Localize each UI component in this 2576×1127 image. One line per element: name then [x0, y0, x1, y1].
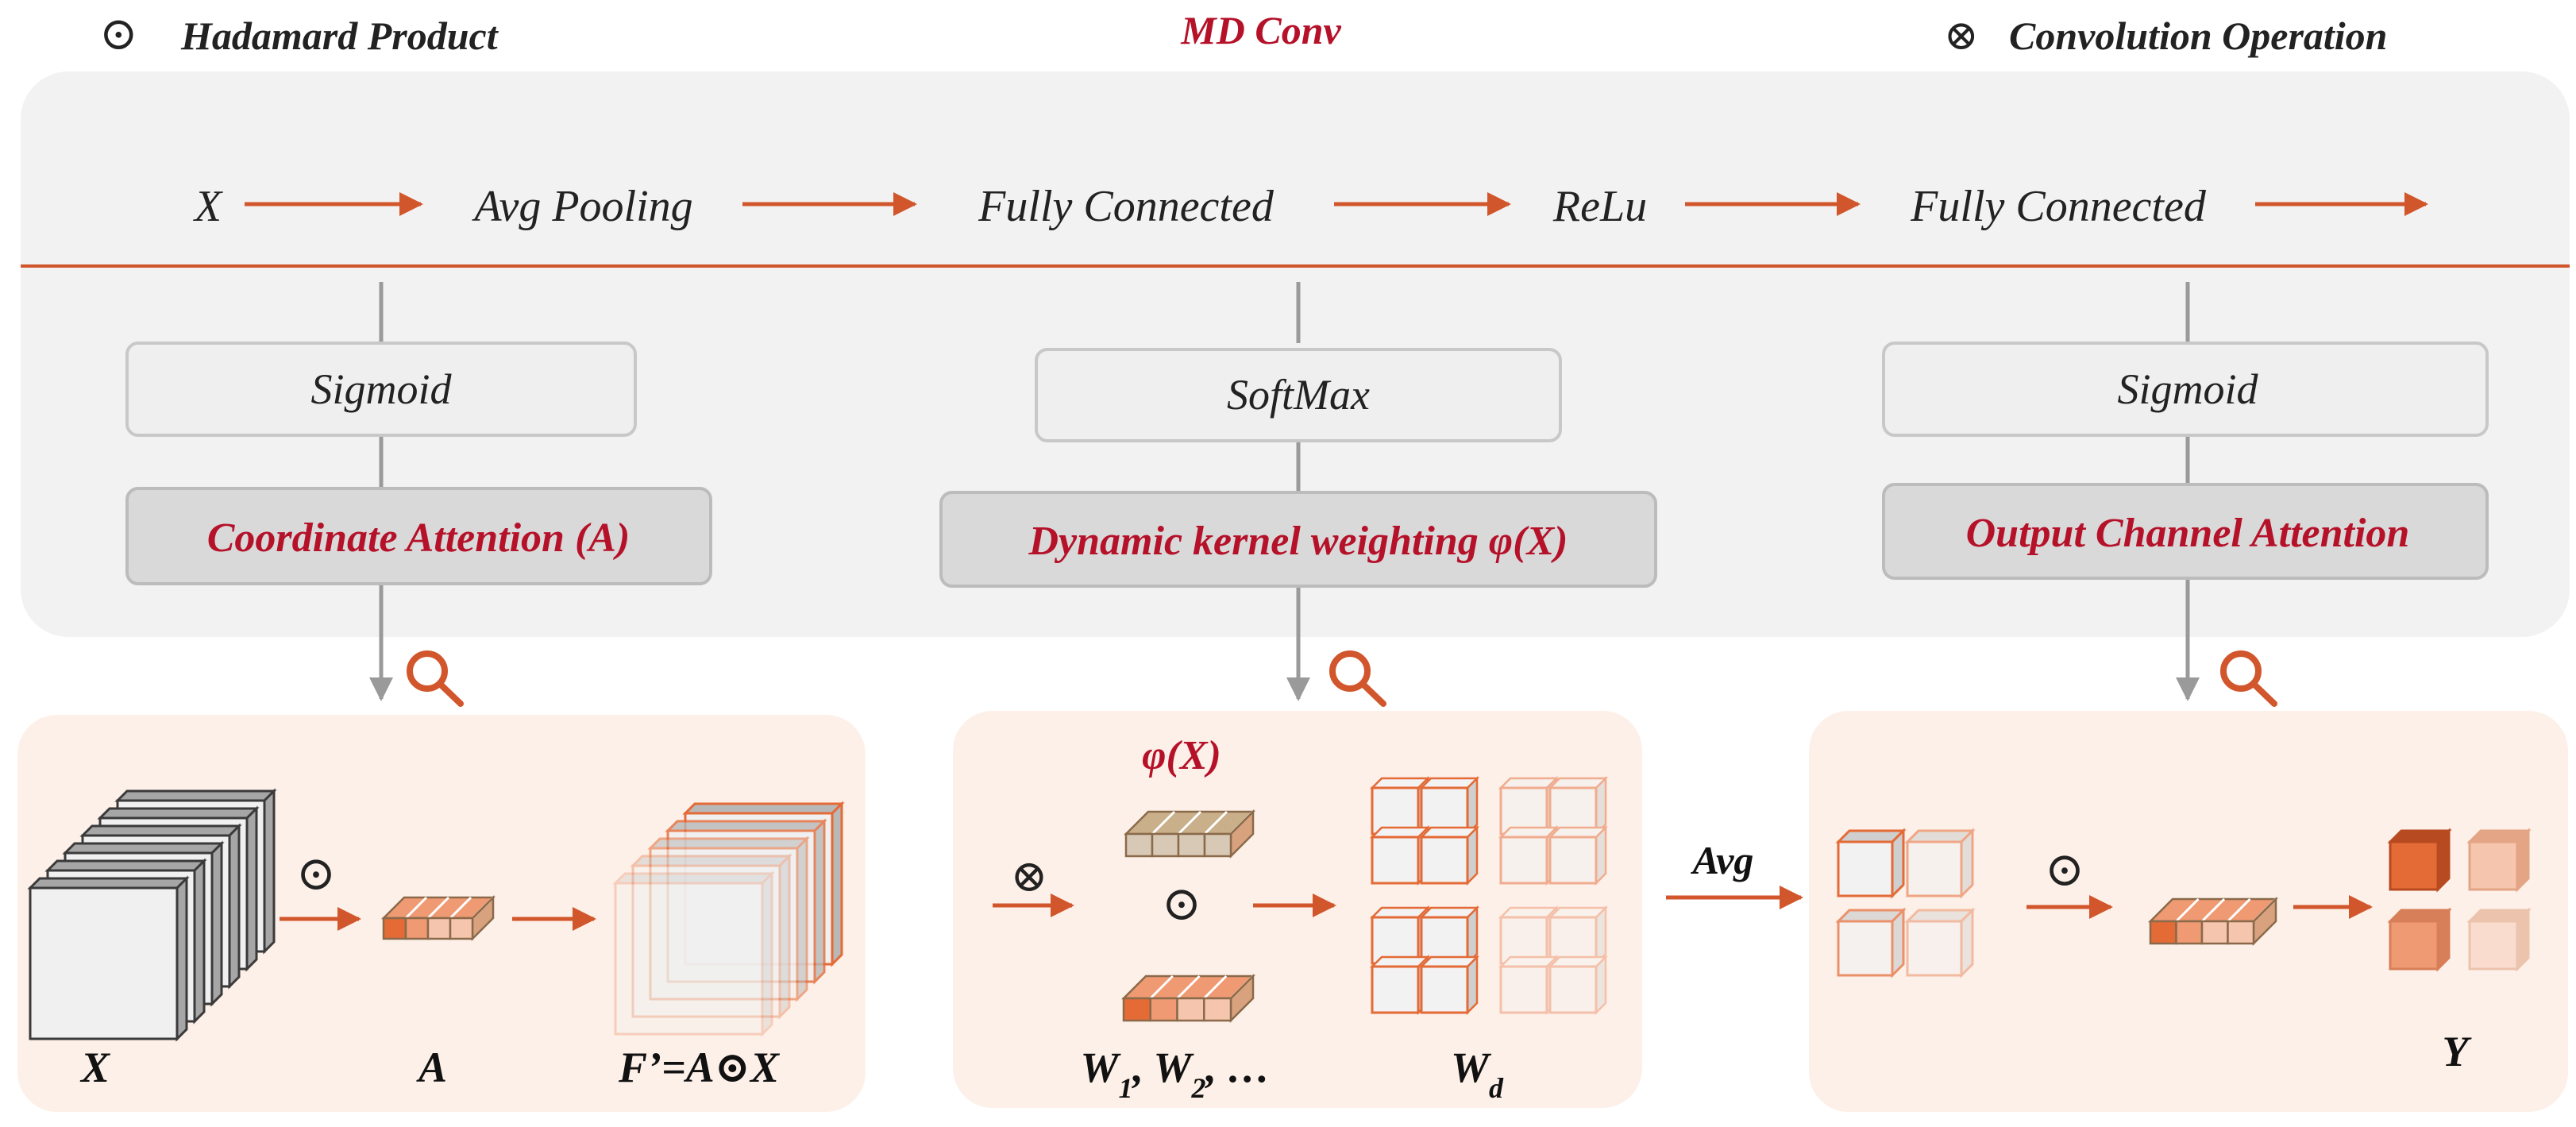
pipeline-fully-connected-1: Fully Connected [978, 182, 1275, 231]
kernel-cube [1904, 828, 1976, 899]
magnifier-icon [2220, 650, 2277, 707]
feature-map [630, 853, 792, 1020]
diagram-title: MD Conv [1180, 8, 1341, 52]
output-cube [2387, 828, 2452, 893]
magnifier-icon [407, 650, 464, 707]
output-cube [2466, 907, 2532, 972]
dynamic-kernel-weighting-label: Dynamic kernel weighting φ(X) [1028, 519, 1568, 564]
output-kernels [2387, 828, 2532, 972]
kernel-block [1369, 775, 1480, 886]
wd-label: Wd [1451, 1044, 1504, 1104]
coordinate-attention-box [125, 487, 712, 585]
kernel-block [1498, 905, 1609, 1016]
kernel-block [1369, 905, 1480, 1016]
channel-cells [2147, 896, 2279, 947]
phi-cells [1123, 809, 1256, 859]
sigmoid-label-1: Sigmoid [310, 365, 452, 413]
hadamard-legend-symbol: ⊙ [99, 8, 138, 60]
sigmoid-box-1 [125, 342, 637, 437]
branch-connectors [369, 282, 2200, 701]
coordinate-attention-label: Coordinate Attention (A) [207, 515, 631, 561]
kernel-cube [1835, 828, 1907, 899]
hadamard-legend-label: Hadamard Product [180, 14, 499, 58]
feature-map [647, 836, 810, 1002]
softmax-label: SoftMax [1227, 371, 1370, 419]
kernel-cube [1904, 907, 1976, 978]
kernel-block [1498, 775, 1609, 886]
pipeline-avg-pooling: Avg Pooling [471, 182, 692, 231]
output-y-label: Y [2443, 1028, 2473, 1075]
dynamic-kernel-grid [1369, 775, 1609, 1016]
pipeline-fully-connected-2: Fully Connected [1910, 182, 2207, 231]
avg-label: Avg [1691, 838, 1754, 882]
attention-a-label: A [416, 1044, 447, 1091]
conv-symbol: ⊗ [1011, 852, 1048, 901]
conv-legend-label: Convolution Operation [2009, 14, 2388, 58]
magnifier-icon [1329, 650, 1386, 707]
output-cube [2466, 828, 2532, 893]
phi-vector [1123, 809, 1256, 859]
output-feature-stack [612, 801, 845, 1037]
weights-vector [1120, 973, 1256, 1024]
softmax-box [1035, 348, 1562, 442]
sigmoid-label-2: Sigmoid [2117, 365, 2258, 413]
weight-cells [1120, 973, 1256, 1024]
input-x-label: X [79, 1044, 111, 1091]
pipeline-x: X [193, 182, 224, 231]
hadamard-symbol-2: ⊙ [1162, 878, 1201, 930]
output-cube [2387, 907, 2452, 972]
attention-cells [380, 894, 496, 942]
output-f-label: F’=A⊙X [618, 1044, 781, 1091]
dynamic-kernel-weighting-box [939, 491, 1657, 588]
pipeline-relu: ReLu [1552, 182, 1647, 231]
conv-legend-symbol: ⊗ [1944, 14, 1979, 59]
feature-map [612, 870, 775, 1037]
phi-label: φ(X) [1142, 733, 1221, 778]
sigmoid-box-2 [1882, 342, 2489, 437]
output-channel-attention-label: Output Channel Attention [1966, 511, 2410, 556]
kernel-cube [1835, 907, 1907, 978]
output-channel-attention-box [1882, 483, 2489, 580]
hadamard-symbol-3: ⊙ [2045, 843, 2084, 896]
attention-vector-a [380, 894, 496, 942]
channel-attention-vector [2147, 896, 2279, 947]
hadamard-symbol-1: ⊙ [296, 847, 336, 900]
feature-map [27, 875, 190, 1042]
averaged-kernels [1835, 828, 1976, 978]
input-feature-stack [27, 788, 277, 1042]
